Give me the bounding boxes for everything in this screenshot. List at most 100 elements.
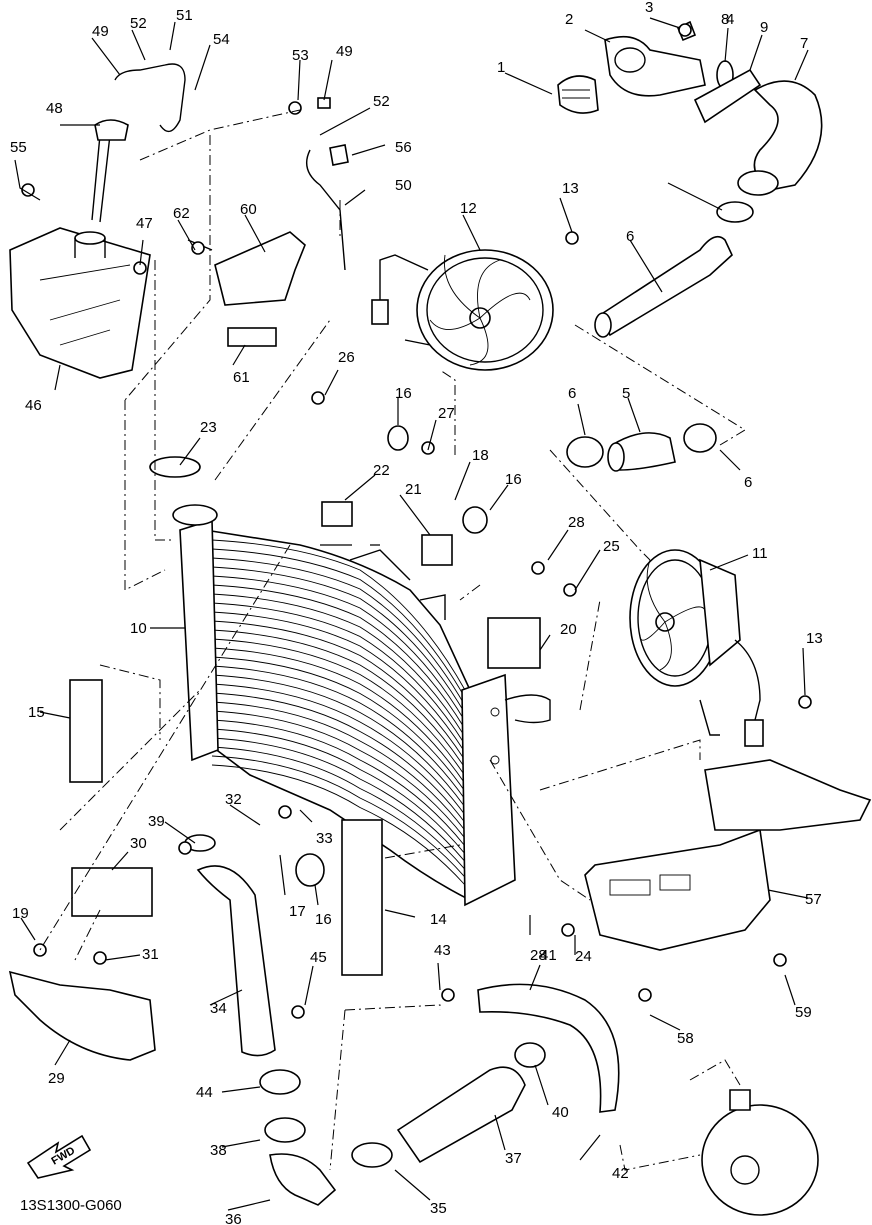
radiator-fin	[211, 737, 466, 862]
radiator-fin	[211, 602, 466, 745]
callout-59: 59	[795, 1004, 812, 1021]
callout-32: 32	[225, 791, 242, 808]
reservoir-tank	[9, 227, 151, 379]
callout-7: 7	[800, 35, 808, 52]
callout-11: 11	[752, 545, 768, 562]
callout-62: 62	[173, 205, 190, 222]
lower-hoses	[184, 834, 620, 1206]
bolt-icon	[441, 988, 455, 1002]
callout-4: 4	[726, 11, 734, 28]
callout-40: 40	[552, 1104, 569, 1121]
callout-56: 56	[395, 139, 412, 156]
radiator-fin	[211, 548, 466, 699]
bolt-icon	[563, 583, 577, 597]
callout-52: 52	[373, 93, 390, 110]
radiator-fin	[211, 611, 466, 753]
callout-16: 16	[395, 385, 412, 402]
callout-5: 5	[622, 385, 630, 402]
callout-14: 14	[430, 911, 447, 928]
callout-47: 47	[136, 215, 153, 232]
callout-50: 50	[395, 177, 412, 194]
callout-12: 12	[460, 200, 477, 217]
bolt-icon	[565, 231, 579, 245]
callout-57: 57	[805, 891, 822, 908]
callout-37: 37	[505, 1150, 522, 1167]
callout-24: 24	[575, 948, 592, 965]
callout-20: 20	[560, 621, 577, 638]
callout-41: 41	[540, 947, 557, 964]
bolt-icon	[93, 951, 107, 965]
callout-35: 35	[430, 1200, 447, 1217]
radiator-fin	[211, 746, 466, 870]
cover-57	[584, 759, 872, 951]
callout-30: 30	[130, 835, 147, 852]
callout-10: 10	[130, 620, 147, 637]
callout-44: 44	[196, 1084, 213, 1101]
callout-15: 15	[28, 704, 45, 721]
radiator-fin	[211, 629, 466, 769]
callout-1: 1	[497, 59, 505, 76]
radiator-fin	[211, 755, 466, 878]
radiator-fin	[211, 575, 466, 722]
radiator-fin	[211, 728, 466, 855]
callout-16: 16	[315, 911, 332, 928]
bolt-icon	[21, 183, 35, 197]
radiator-fin	[211, 674, 466, 808]
callout-25: 25	[603, 538, 620, 555]
callout-3: 3	[645, 0, 653, 16]
bolt-icon	[311, 391, 325, 405]
callout-13: 13	[806, 630, 823, 647]
callout-36: 36	[225, 1211, 242, 1225]
fasteners	[21, 23, 812, 1019]
pads	[69, 425, 541, 976]
callout-43: 43	[434, 942, 451, 959]
bolt-icon	[288, 101, 302, 115]
callout-26: 26	[338, 349, 355, 366]
callout-55: 55	[10, 139, 27, 156]
callout-28: 28	[568, 514, 585, 531]
callout-19: 19	[12, 905, 29, 922]
callout-39: 39	[148, 813, 165, 830]
callout-28: 28	[530, 947, 547, 964]
bolt-icon	[773, 953, 787, 967]
fan-12	[371, 249, 554, 371]
hose-5	[594, 201, 754, 338]
radiator-fin	[211, 719, 466, 847]
callout-33: 33	[316, 830, 333, 847]
bolt-icon	[178, 841, 192, 855]
bolt-icon	[291, 1005, 305, 1019]
water-pump	[701, 1089, 819, 1216]
callout-42: 42	[612, 1165, 629, 1182]
callout-49: 49	[336, 43, 353, 60]
radiator-fin	[211, 656, 466, 792]
radiator-fin	[211, 620, 466, 761]
callout-21: 21	[405, 481, 422, 498]
callout-13: 13	[562, 180, 579, 197]
callout-53: 53	[292, 47, 309, 64]
thermostat-cluster	[557, 20, 823, 196]
upper-left-hoses	[91, 63, 349, 271]
diagram-code: 13S1300-G060	[20, 1197, 122, 1214]
radiator-fin	[211, 539, 466, 691]
radiator-fin	[211, 566, 466, 714]
bolt-icon	[638, 988, 652, 1002]
bolt-icon	[191, 241, 205, 255]
routing-lines	[39, 109, 746, 1171]
callout-18: 18	[472, 447, 489, 464]
callout-58: 58	[677, 1030, 694, 1047]
bolt-icon	[531, 561, 545, 575]
callout-9: 9	[760, 19, 768, 36]
callout-38: 38	[210, 1142, 227, 1159]
fwd-arrow-icon: FWD	[26, 1134, 92, 1179]
callout-51: 51	[176, 7, 193, 24]
callout-27: 27	[438, 405, 455, 422]
radiator-fin	[211, 647, 466, 784]
callout-34: 34	[210, 1000, 227, 1017]
callout-8: 8	[721, 11, 729, 28]
radiator-fin	[211, 764, 466, 886]
callout-6: 6	[744, 474, 752, 491]
bolt-icon	[278, 805, 292, 819]
